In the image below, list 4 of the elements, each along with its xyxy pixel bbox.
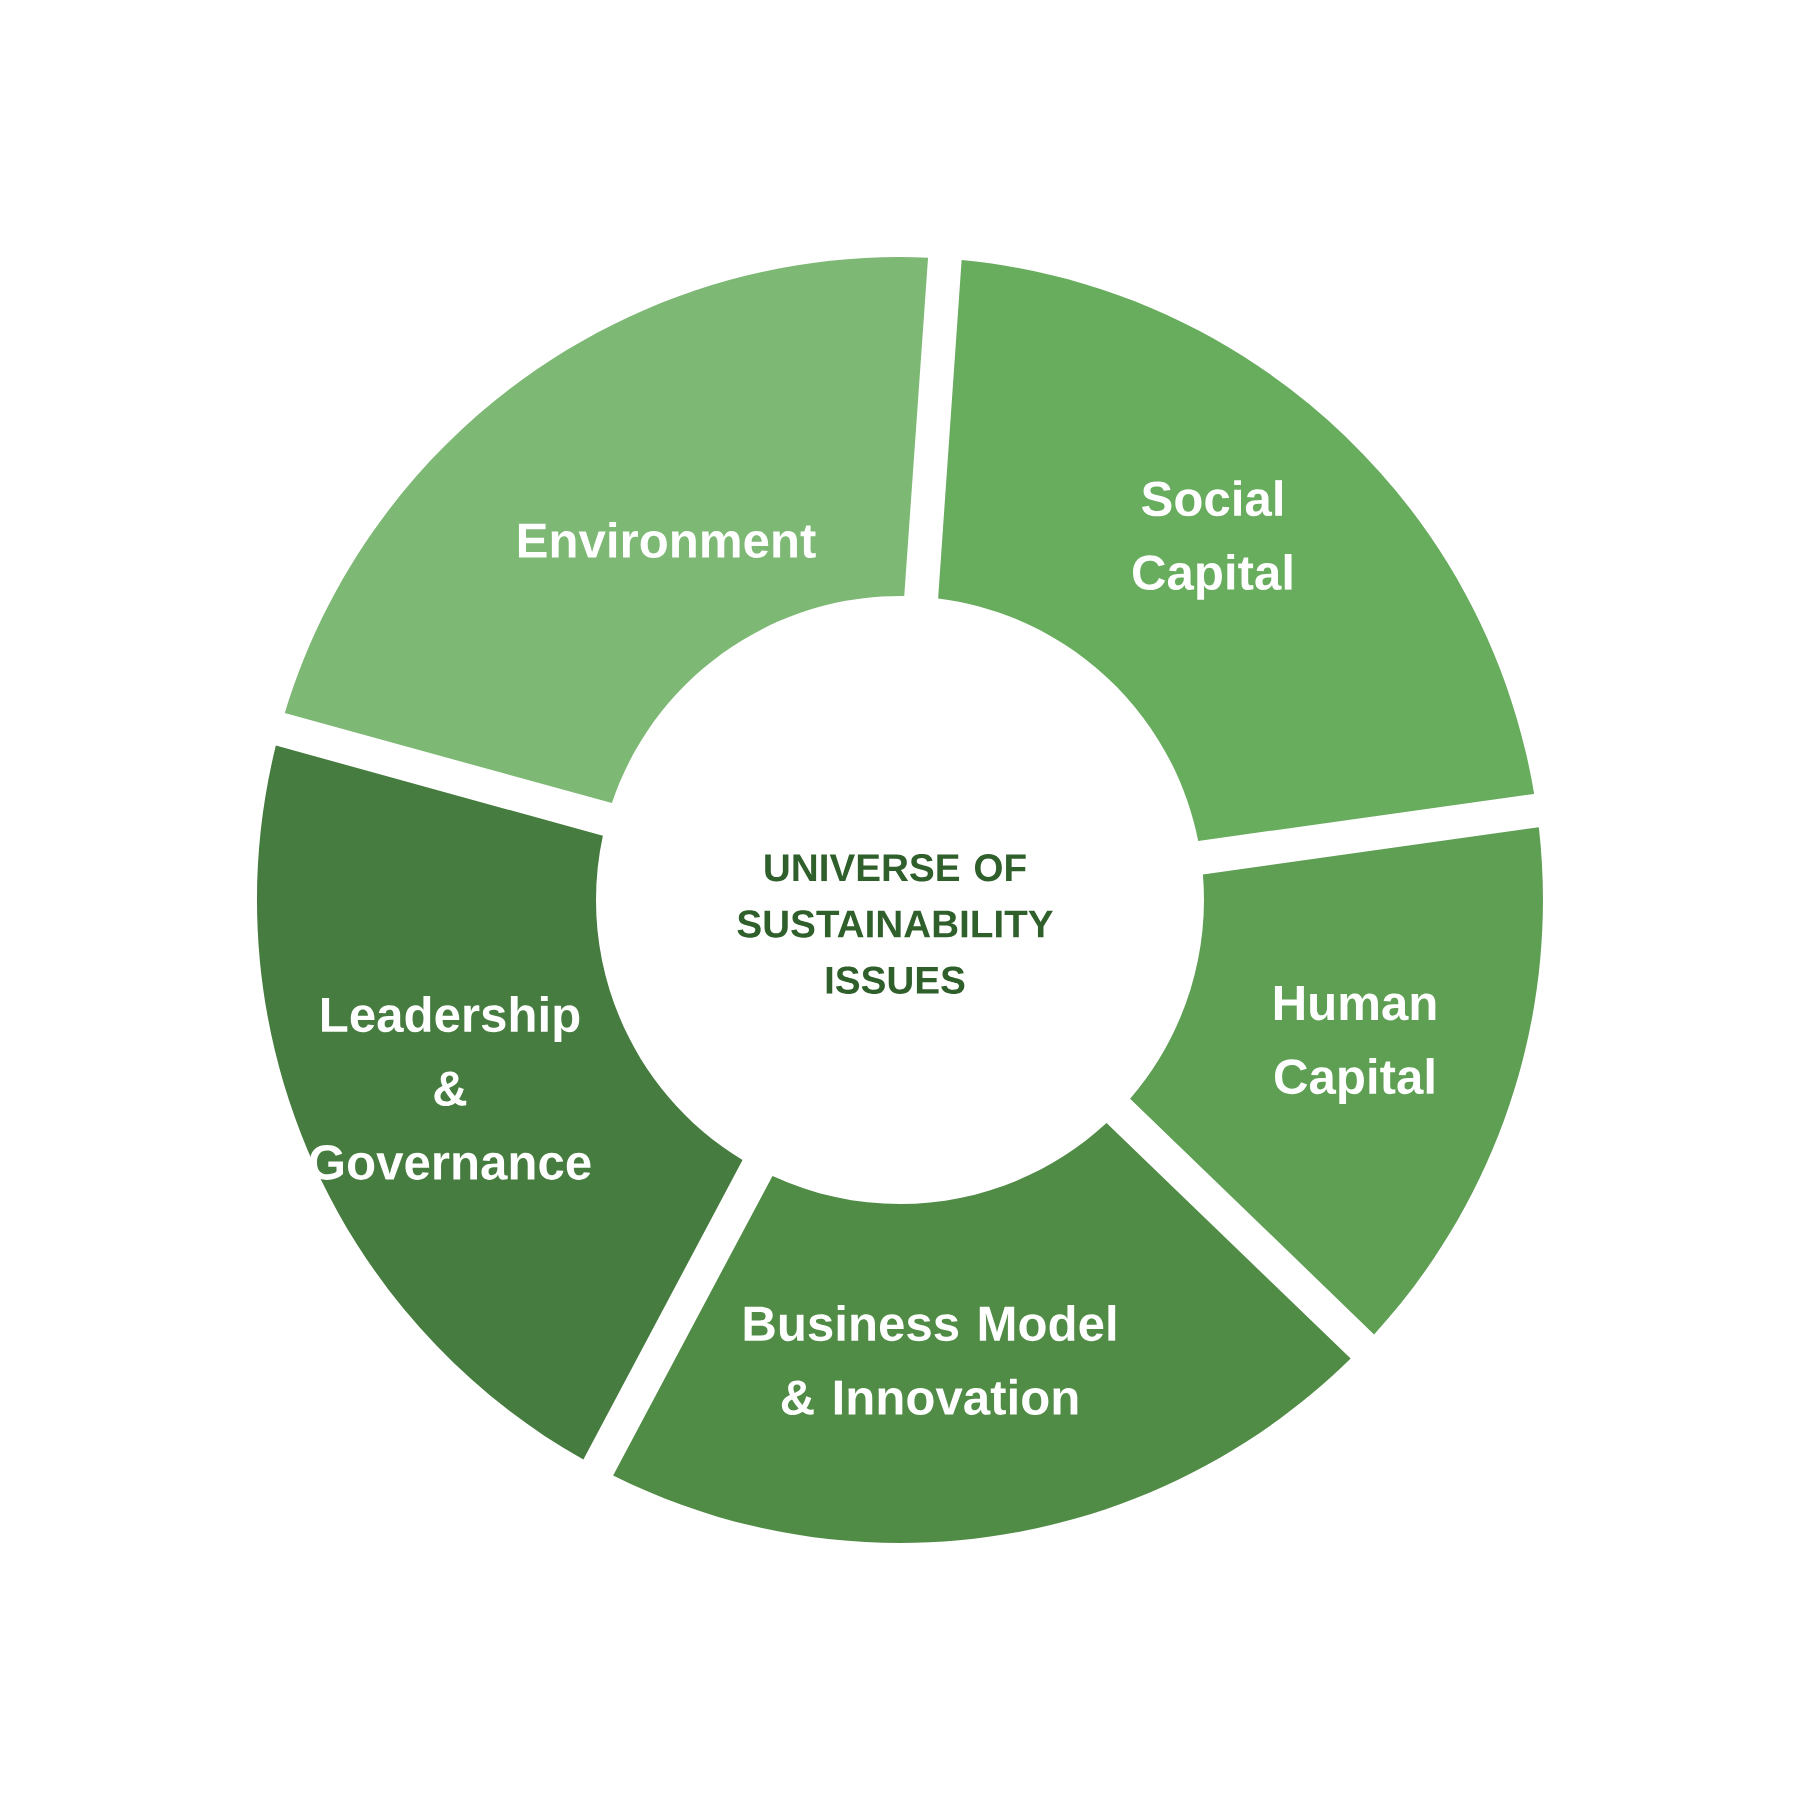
ring-segment: Human Capital: [1130, 827, 1543, 1335]
ring-segment: Social Capital: [938, 260, 1535, 841]
ring-segment: Environment: [284, 257, 929, 804]
ring-segment: Business Model & Innovation: [613, 1123, 1351, 1543]
